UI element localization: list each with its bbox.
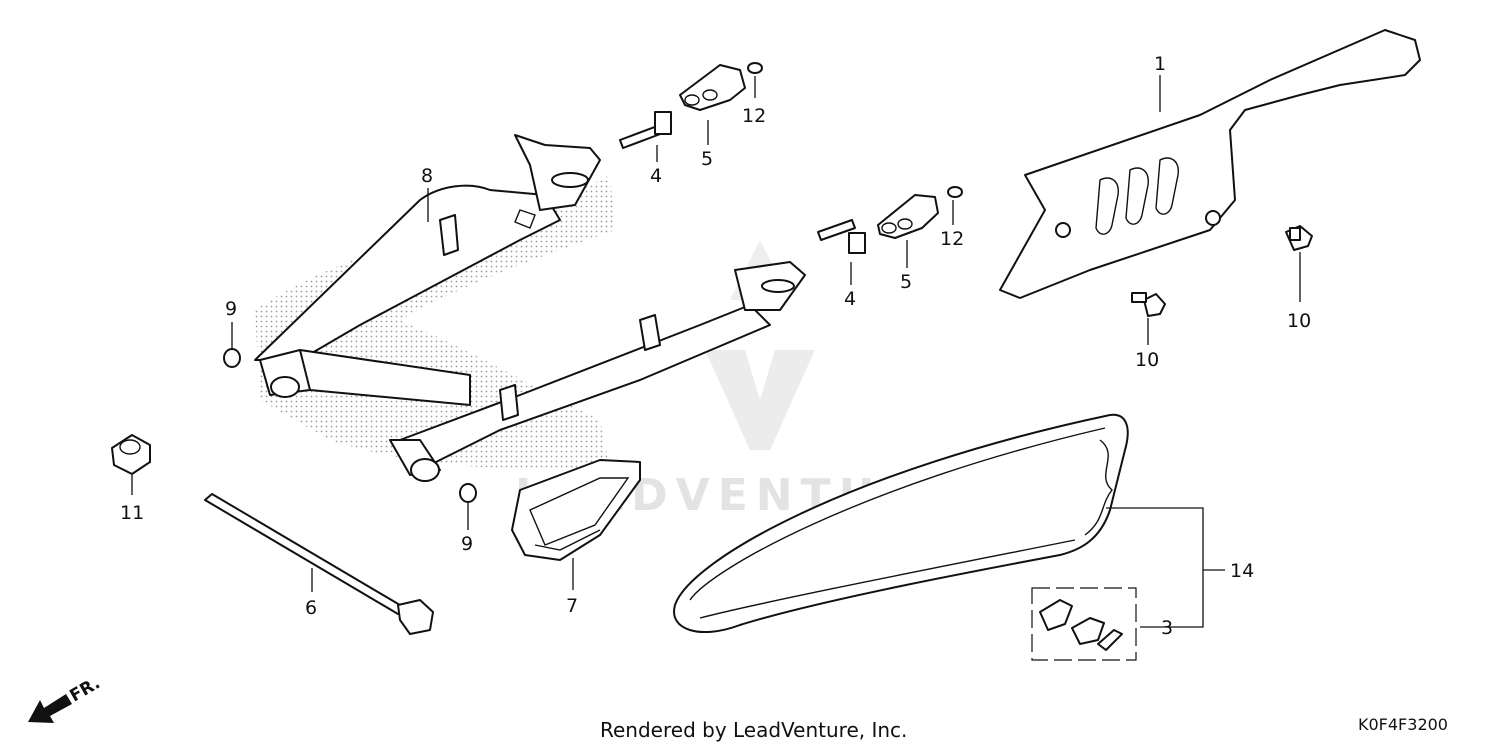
callout-7: 7 [566, 595, 578, 617]
callout-5-lower: 5 [900, 271, 912, 293]
master-link [1039, 599, 1123, 651]
chain-slider [511, 459, 641, 561]
callout-10-left: 10 [1135, 349, 1159, 371]
screw-left [1131, 292, 1166, 317]
callout-10-right: 10 [1287, 310, 1311, 332]
credit-text: Rendered by LeadVenture, Inc. [600, 718, 908, 742]
callout-1: 1 [1154, 53, 1166, 75]
callout-6: 6 [305, 597, 317, 619]
callout-14: 14 [1230, 560, 1254, 582]
callout-11: 11 [120, 502, 144, 524]
swingarm [254, 134, 806, 482]
callout-labels: 1 3 4 4 5 5 6 7 8 9 9 10 10 11 12 12 14 [120, 53, 1311, 639]
leader-lines [131, 75, 1301, 628]
screw-right [1285, 225, 1313, 251]
adjust-bolt-lower [817, 219, 866, 254]
clip-upper [747, 62, 763, 74]
callout-3: 3 [1161, 617, 1173, 639]
callout-9-bottom: 9 [461, 533, 473, 555]
adjust-bolt-upper [619, 111, 672, 149]
clip-lower [947, 186, 963, 198]
direction-label: FR. [67, 673, 104, 706]
adjust-plate-upper [679, 64, 746, 111]
callout-4-upper: 4 [650, 165, 662, 187]
drive-chain [673, 413, 1129, 633]
callout-5-upper: 5 [701, 148, 713, 170]
callout-4-lower: 4 [844, 288, 856, 310]
chain-case [999, 29, 1421, 299]
pivot-nut [111, 434, 151, 475]
callout-8: 8 [421, 165, 433, 187]
washer-bottom [459, 483, 477, 503]
pivot-bolt [204, 493, 434, 635]
callout-9-left: 9 [225, 298, 237, 320]
front-direction-arrow: FR. [28, 673, 104, 723]
master-link-box [1031, 587, 1137, 661]
callout-12-upper: 12 [742, 105, 766, 127]
adjust-plate-lower [877, 194, 939, 239]
callout-12-lower: 12 [940, 228, 964, 250]
washer-left [223, 348, 241, 368]
diagram-code: K0F4F3200 [1358, 715, 1448, 734]
